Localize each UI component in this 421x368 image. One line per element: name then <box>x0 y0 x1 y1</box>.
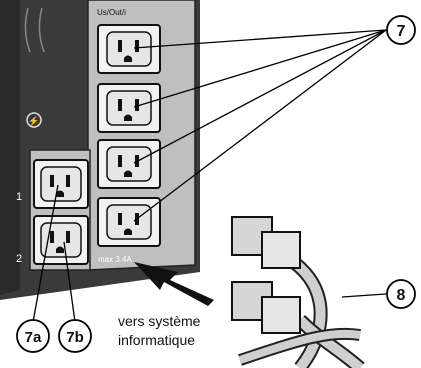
outlet-column <box>97 24 161 247</box>
outlet <box>33 215 89 265</box>
svg-text:7: 7 <box>397 23 406 40</box>
bank-label-2: 2 <box>16 253 22 265</box>
max-rating-label: max 3.4A <box>98 255 132 264</box>
caption-line-2: informatique <box>118 332 195 348</box>
outlet <box>97 139 161 189</box>
svg-text:7a: 7a <box>25 329 42 346</box>
arrow-icon <box>134 262 214 306</box>
bank-label-1: 1 <box>16 191 22 203</box>
power-cord <box>231 281 365 368</box>
svg-text:8: 8 <box>397 287 406 304</box>
callout-7a: 7a <box>16 319 50 353</box>
callout-7: 7 <box>386 15 416 45</box>
power-cord <box>231 216 328 368</box>
svg-text:⚡: ⚡ <box>28 115 39 127</box>
outlet <box>97 197 161 247</box>
outlet <box>33 159 89 209</box>
callout-7b: 7b <box>58 319 92 353</box>
backup-outlets <box>29 149 91 271</box>
outlet <box>97 83 161 133</box>
outlet <box>97 24 161 74</box>
caption-line-1: vers système <box>118 313 201 329</box>
leader-lines <box>32 29 387 323</box>
callout-8: 8 <box>386 279 416 309</box>
panel-label: Us/Out/i <box>97 8 126 17</box>
svg-text:7b: 7b <box>66 329 84 346</box>
